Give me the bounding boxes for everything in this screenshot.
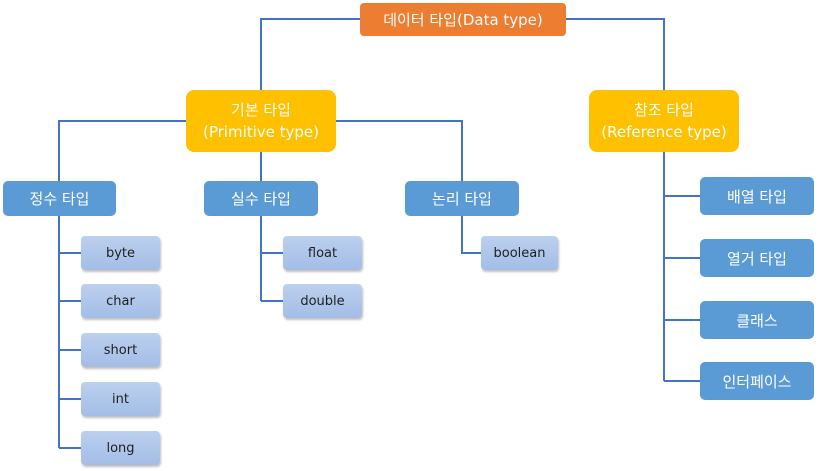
connector-root-primitive	[260, 18, 360, 90]
logical-type-node: 논리 타입	[405, 181, 519, 216]
connector-logical-leaf	[461, 216, 481, 254]
leaf-boolean: boolean	[481, 236, 558, 270]
leaf-int: int	[81, 382, 160, 416]
leaf-long: long	[81, 431, 160, 465]
logical-title: 논리 타입	[432, 190, 492, 208]
reference-subtitle: (Reference type)	[601, 123, 727, 141]
leaf-label: long	[106, 440, 135, 456]
enum-type-node: 열거 타입	[700, 239, 814, 277]
connector-primitive-integer	[58, 120, 186, 181]
primitive-subtitle: (Primitive type)	[202, 123, 320, 141]
reference-item-label: 클래스	[736, 311, 778, 330]
leaf-label: int	[112, 391, 129, 407]
primitive-title: 기본 타입	[231, 101, 291, 119]
leaf-label: char	[106, 293, 135, 309]
connector-root-reference	[566, 18, 665, 90]
reference-item-label: 배열 타입	[727, 187, 787, 206]
integer-type-node: 정수 타입	[3, 181, 116, 216]
leaf-short: short	[81, 333, 160, 367]
array-type-node: 배열 타입	[700, 177, 814, 215]
connector-primitive-logical	[336, 120, 463, 181]
reference-title: 참조 타입	[634, 101, 694, 119]
real-title: 실수 타입	[231, 190, 291, 208]
integer-title: 정수 타입	[29, 190, 90, 208]
leaf-char: char	[81, 284, 160, 318]
leaf-float: float	[283, 236, 362, 270]
primitive-type-node: 기본 타입 (Primitive type)	[186, 90, 336, 152]
leaf-byte: byte	[81, 236, 160, 270]
leaf-double: double	[283, 284, 362, 318]
reference-type-node: 참조 타입 (Reference type)	[589, 90, 739, 152]
leaf-label: double	[300, 293, 345, 309]
real-type-node: 실수 타입	[204, 181, 318, 216]
reference-item-label: 인터페이스	[722, 372, 792, 391]
leaf-label: short	[103, 342, 138, 358]
root-label: 데이터 타입(Data type)	[383, 11, 543, 29]
leaf-label: float	[307, 245, 338, 261]
interface-node: 인터페이스	[700, 362, 814, 400]
reference-item-label: 열거 타입	[727, 249, 787, 268]
leaf-label: byte	[105, 245, 136, 261]
leaf-label: boolean	[493, 245, 546, 261]
class-node: 클래스	[700, 301, 814, 339]
root-data-type: 데이터 타입(Data type)	[360, 3, 566, 36]
